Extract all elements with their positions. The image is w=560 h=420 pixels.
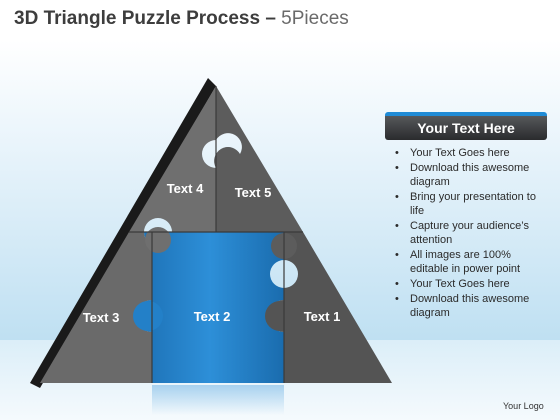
label-text-1: Text 1 (304, 309, 341, 324)
knob-piece-1 (265, 301, 295, 331)
label-text-3: Text 3 (83, 310, 120, 325)
knob-piece-5-left (215, 147, 241, 173)
label-text-2: Text 2 (194, 309, 231, 324)
puzzle-piece-2 (136, 232, 284, 383)
panel-heading: Your Text Here (385, 112, 547, 140)
title-main: 3D Triangle Puzzle Process – (14, 8, 276, 29)
logo-placeholder: Your Logo (503, 401, 544, 411)
bullet-item: Bring your presentation to life (385, 190, 547, 218)
bullet-item: All images are 100% editable in power po… (385, 248, 547, 276)
puzzle-seams (129, 86, 303, 383)
bullet-item: Download this awesome diagram (385, 292, 547, 320)
blue-piece-reflection (152, 385, 284, 415)
triangle-left-edge (30, 78, 216, 388)
bullet-item: Capture your audience’s attention (385, 219, 547, 247)
title-sub: 5Pieces (281, 8, 349, 29)
bullet-item: Download this awesome diagram (385, 161, 547, 189)
puzzle-piece-5 (214, 86, 303, 260)
puzzle-piece-1 (268, 232, 392, 383)
knob-piece-4 (145, 227, 171, 253)
puzzle-piece-4 (129, 86, 216, 232)
bullet-item: Your Text Goes here (385, 146, 547, 160)
text-panel: Your Text Here Your Text Goes here Downl… (385, 112, 547, 321)
page-title: 3D Triangle Puzzle Process – 5Pieces (14, 8, 349, 30)
bullet-item: Your Text Goes here (385, 277, 547, 291)
puzzle-piece-3 (40, 232, 172, 383)
knob-piece-2-left (133, 301, 163, 331)
label-text-5: Text 5 (235, 185, 272, 200)
label-text-4: Text 4 (167, 181, 204, 196)
bullet-list: Your Text Goes here Download this awesom… (385, 146, 547, 320)
